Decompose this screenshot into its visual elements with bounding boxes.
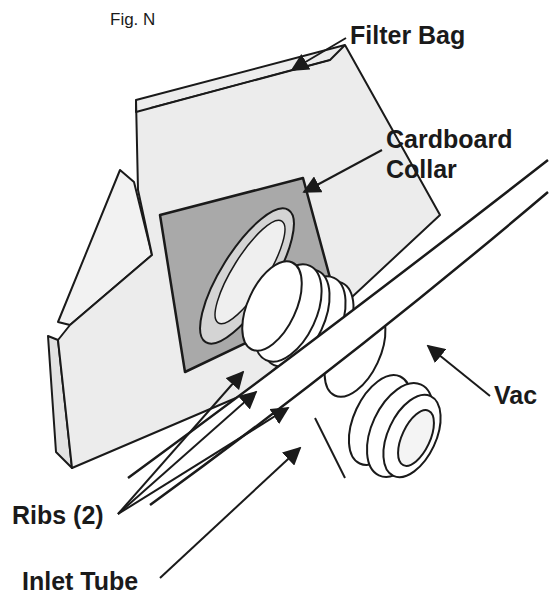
part-label: Cardboard Collar (386, 124, 553, 184)
part-label: Filter Bag (350, 20, 465, 50)
part-label: Ribs (2) (12, 500, 104, 530)
part-label: Inlet Tube (22, 566, 138, 596)
inlet-tube-outer (315, 366, 452, 488)
part-label: Vac (494, 380, 537, 410)
figure-number: Fig. N (110, 10, 155, 30)
leader-line (118, 38, 490, 578)
vac-wall (150, 192, 548, 505)
vac-wall-fill (128, 160, 548, 505)
